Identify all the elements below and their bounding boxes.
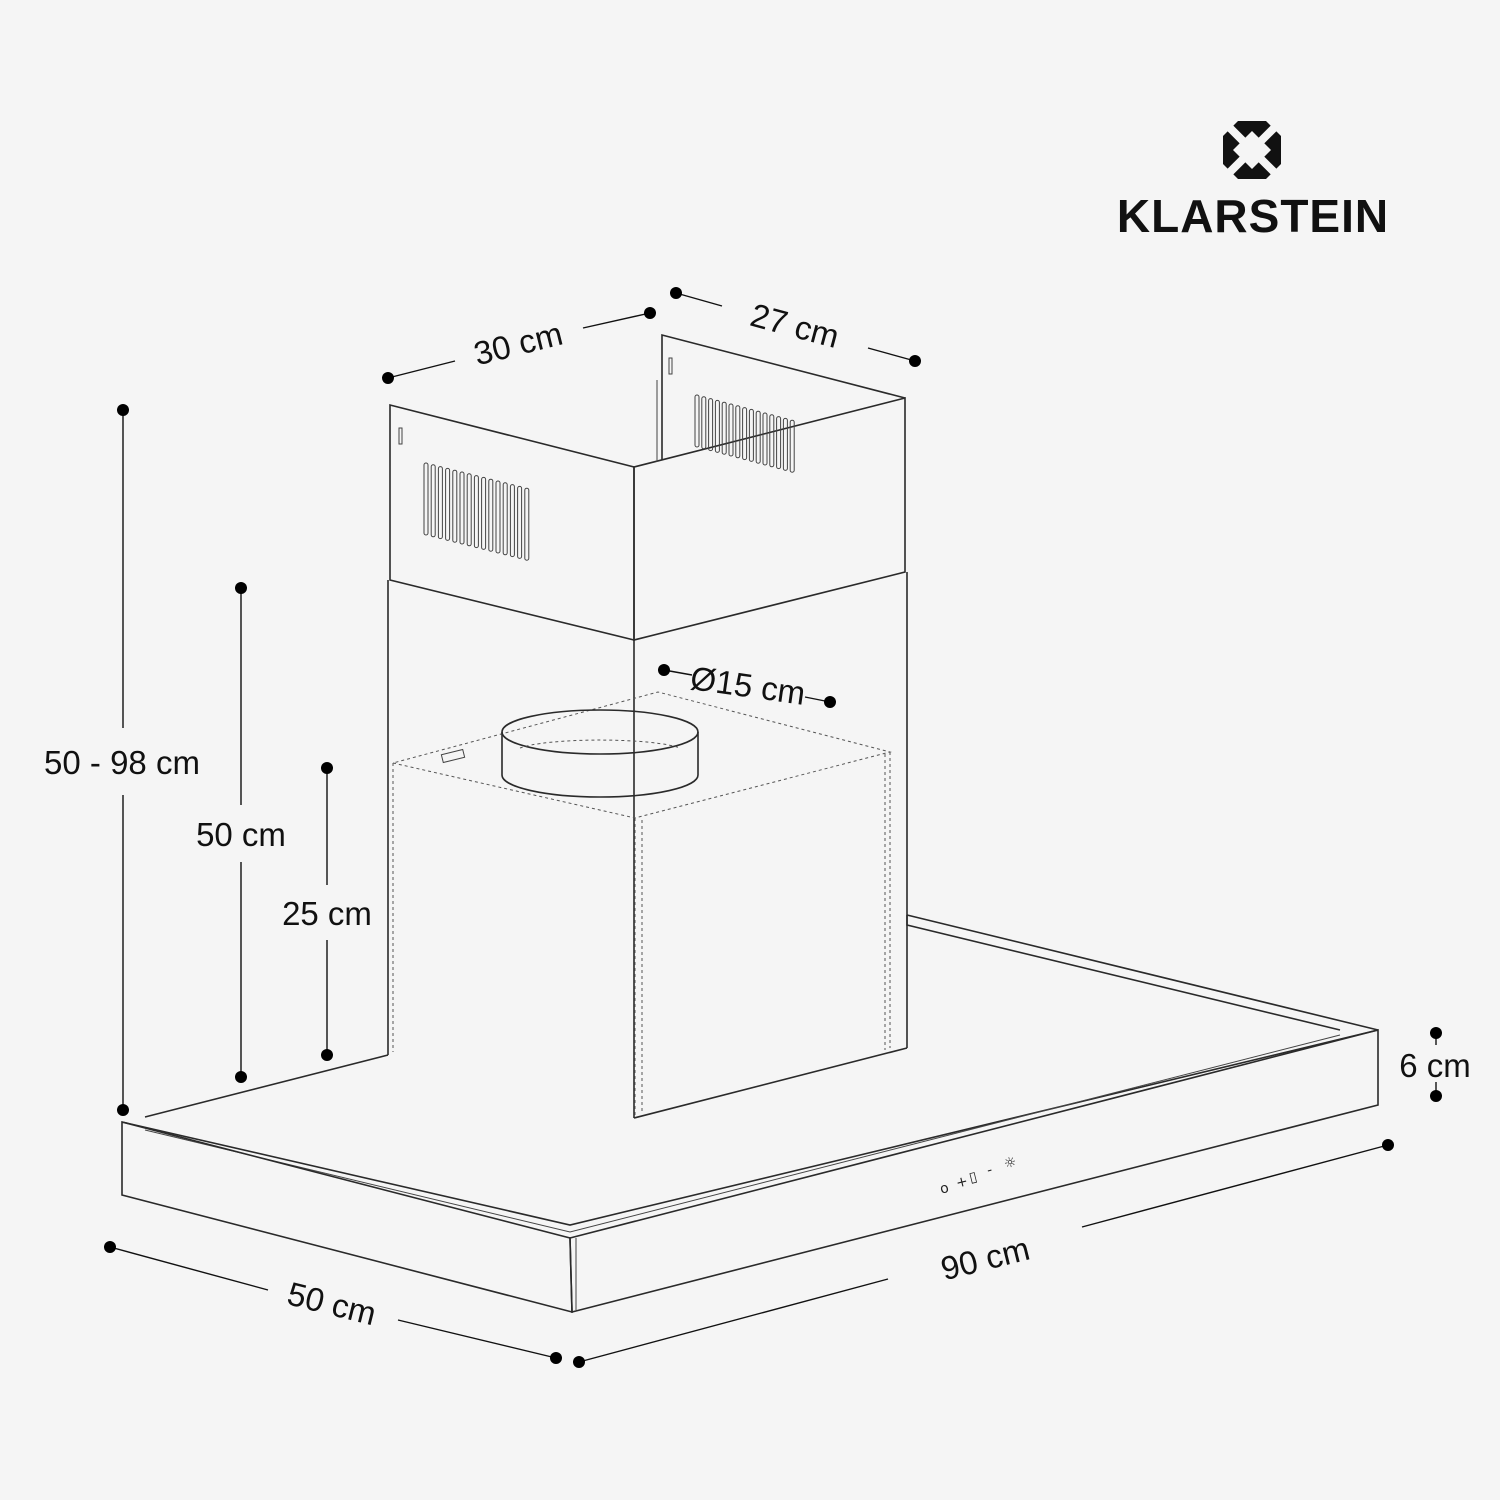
vent-slot xyxy=(488,478,494,552)
vent-slot xyxy=(466,473,472,547)
vent-slot xyxy=(742,407,748,461)
display: ▯ xyxy=(967,1169,978,1186)
vent-slot xyxy=(782,417,788,471)
motor-height-label: 25 cm xyxy=(282,895,372,932)
motor-box xyxy=(392,691,892,1115)
plus-button[interactable]: + xyxy=(954,1173,969,1191)
control-panel: o + ▯ - ☼ xyxy=(938,1154,1018,1198)
vent-slot xyxy=(495,480,501,554)
chimney-width-label: 30 cm xyxy=(470,315,566,373)
vent-slot xyxy=(789,419,795,473)
vent-slots-front xyxy=(423,462,530,561)
power-button[interactable]: o xyxy=(938,1180,950,1198)
vent-slot xyxy=(459,471,465,545)
vent-slot xyxy=(445,467,451,541)
vent-slot xyxy=(714,399,720,453)
canopy-thickness-label: 6 cm xyxy=(1399,1047,1471,1084)
canopy xyxy=(121,914,1379,1314)
duct-diameter-label: Ø15 cm xyxy=(688,659,808,712)
vent-slot xyxy=(755,410,761,464)
vent-slot xyxy=(701,396,707,450)
vent-slot xyxy=(509,484,515,558)
vent-slot xyxy=(430,464,436,538)
vent-slot xyxy=(721,401,727,455)
vent-slot xyxy=(694,394,700,448)
vent-slot xyxy=(423,462,429,536)
vent-slot xyxy=(502,482,508,556)
light-button[interactable]: ☼ xyxy=(1002,1154,1018,1173)
vent-slot xyxy=(776,416,782,470)
vent-slot xyxy=(708,398,714,452)
vent-slot xyxy=(452,469,458,543)
lower-chimney xyxy=(387,572,908,1118)
vent-slot xyxy=(524,487,530,561)
upper-chimney xyxy=(389,333,906,642)
vent-slot xyxy=(762,412,768,466)
vent-slot xyxy=(473,475,479,549)
vent-slot xyxy=(728,403,734,457)
vent-slot xyxy=(481,476,487,550)
canopy-depth-label: 50 cm xyxy=(284,1275,380,1333)
octagon-logo-icon xyxy=(1223,121,1281,179)
chimney-depth-label: 27 cm xyxy=(747,296,843,355)
total-height-label: 50 - 98 cm xyxy=(44,744,200,781)
chimney-height-label: 50 cm xyxy=(196,816,286,853)
vent-slot xyxy=(437,466,443,540)
vent-slot xyxy=(769,414,775,468)
vent-slot xyxy=(748,408,754,462)
vent-slot xyxy=(735,405,741,459)
minus-button[interactable]: - xyxy=(985,1162,994,1179)
vent-slots-back xyxy=(694,394,795,473)
vent-slot xyxy=(517,485,523,559)
dimension-lines xyxy=(104,287,1442,1368)
air-duct xyxy=(501,709,699,798)
canopy-width-label: 90 cm xyxy=(937,1230,1033,1288)
brand-name: KLARSTEIN xyxy=(1117,190,1389,242)
